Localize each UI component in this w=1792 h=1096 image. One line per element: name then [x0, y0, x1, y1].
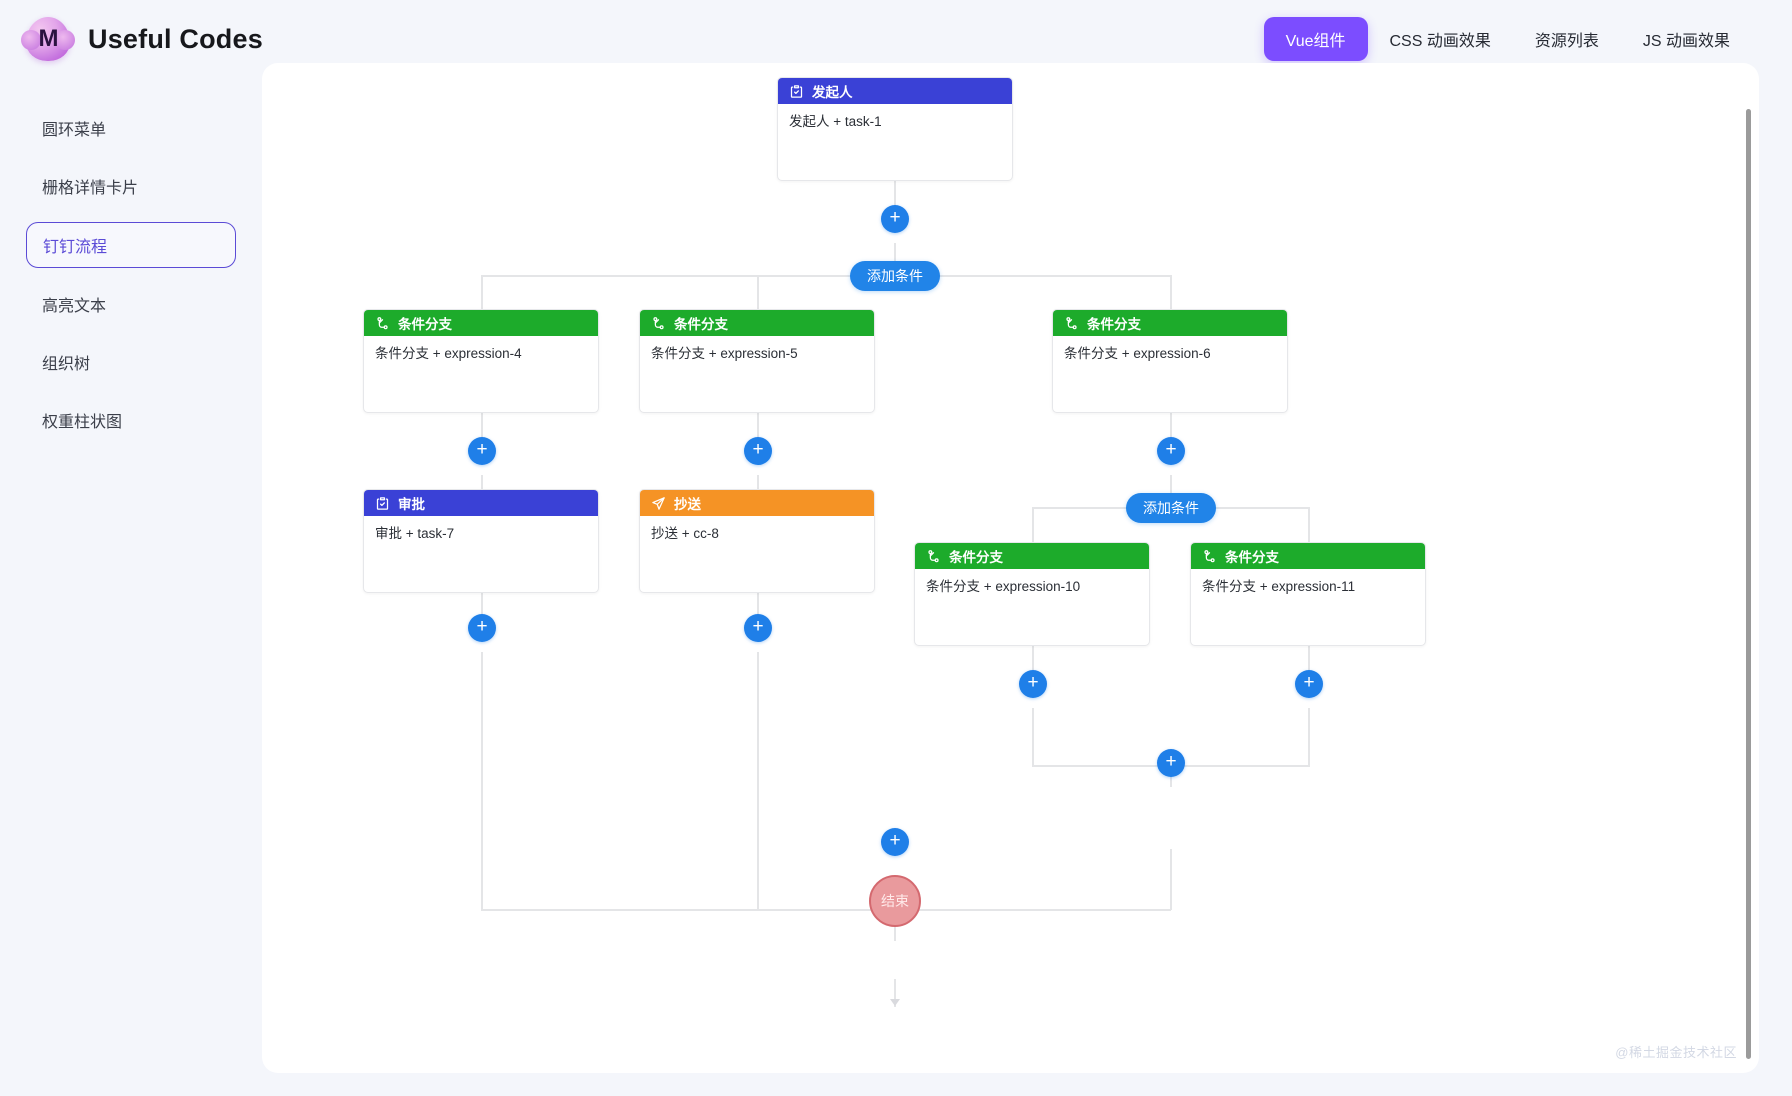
- connector-approval-tail: [481, 652, 483, 910]
- connector-branch10-to-plus: [1032, 646, 1034, 670]
- nav-item-vue-components[interactable]: Vue组件: [1263, 17, 1368, 61]
- connector-bus-to-branch4: [481, 275, 483, 317]
- node-end[interactable]: 结束: [869, 875, 921, 927]
- sidebar-item-ring-menu[interactable]: 圆环菜单: [42, 122, 107, 139]
- connector-bus-to-branch5: [757, 275, 759, 317]
- node-initiator[interactable]: 发起人 发起人 + task-1: [777, 77, 1013, 181]
- add-node-button-after-approval[interactable]: +: [468, 614, 496, 642]
- send-icon: [651, 496, 666, 511]
- app-logo-icon: M: [21, 17, 75, 61]
- node-branch10-body: 条件分支 + expression-10: [926, 579, 1081, 594]
- node-branch11-title: 条件分支: [1225, 550, 1279, 565]
- add-node-button-before-end[interactable]: +: [881, 828, 909, 856]
- brand-title: Useful Codes: [88, 23, 263, 54]
- node-branch10-header: 条件分支: [915, 543, 1149, 569]
- clipboard-check-icon: [789, 84, 804, 99]
- brand: M Useful Codes: [21, 17, 263, 61]
- sidebar-item-grid-card[interactable]: 栅格详情卡片: [42, 180, 139, 197]
- branch-icon: [1202, 549, 1217, 564]
- connector-branch10-tail: [1032, 708, 1034, 766]
- flow-diagram: 发起人 发起人 + task-1 + 添加条件 条件分支 条件分支 + expr…: [262, 63, 1759, 1073]
- node-branch10-title: 条件分支: [949, 550, 1003, 565]
- nav-item-resource-list[interactable]: 资源列表: [1534, 33, 1599, 50]
- node-initiator-header: 发起人: [778, 78, 1012, 104]
- branch-icon: [1064, 316, 1079, 331]
- logo-cloud-shape: [21, 17, 75, 61]
- node-approval-header: 审批: [364, 490, 598, 516]
- add-node-button-after-branch4[interactable]: +: [468, 437, 496, 465]
- connector-branch4-to-plus: [481, 413, 483, 437]
- add-node-button-after-branch6[interactable]: +: [1157, 437, 1185, 465]
- branch-icon: [926, 549, 941, 564]
- arrow-final-to-end: [890, 999, 900, 1006]
- logo-letter: M: [38, 25, 59, 52]
- add-condition-button-nested[interactable]: 添加条件: [1126, 493, 1216, 523]
- branch-icon: [651, 316, 666, 331]
- connector-plus-to-nested-condition: [1170, 475, 1172, 507]
- node-branch5-body: 条件分支 + expression-5: [651, 346, 798, 361]
- node-branch4-title: 条件分支: [398, 317, 452, 332]
- node-cc[interactable]: 抄送 抄送 + cc-8: [639, 489, 875, 593]
- connector-cc-to-plus: [757, 590, 759, 614]
- connector-nested-bus-to-branch11: [1308, 507, 1310, 549]
- add-node-button-after-nested-merge[interactable]: +: [1157, 749, 1185, 777]
- connector-plus1-to-condition: [894, 243, 896, 275]
- node-approval[interactable]: 审批 审批 + task-7: [363, 489, 599, 593]
- add-node-button-after-branch10[interactable]: +: [1019, 670, 1047, 698]
- node-initiator-title: 发起人: [812, 85, 853, 100]
- flow-canvas[interactable]: 发起人 发起人 + task-1 + 添加条件 条件分支 条件分支 + expr…: [262, 63, 1759, 1073]
- connector-branch5-to-plus: [757, 413, 759, 437]
- connector-branch11-to-plus: [1308, 646, 1310, 670]
- connector-branch6-to-plus: [1170, 413, 1172, 437]
- watermark: @稀土掘金技术社区: [1615, 1045, 1737, 1060]
- node-branch-expression-10[interactable]: 条件分支 条件分支 + expression-10: [914, 542, 1150, 646]
- node-branch6-body: 条件分支 + expression-6: [1064, 346, 1211, 361]
- node-branch11-header: 条件分支: [1191, 543, 1425, 569]
- node-branch5-header: 条件分支: [640, 310, 874, 336]
- branch-icon: [375, 316, 390, 331]
- sidebar-item-highlight-text[interactable]: 高亮文本: [42, 298, 107, 315]
- nav-item-css-animations[interactable]: CSS 动画效果: [1389, 33, 1491, 50]
- connector-final-plus-to-end: [894, 979, 896, 1007]
- add-node-button-after-branch11[interactable]: +: [1295, 670, 1323, 698]
- node-branch-expression-11[interactable]: 条件分支 条件分支 + expression-11: [1190, 542, 1426, 646]
- node-branch4-header: 条件分支: [364, 310, 598, 336]
- connector-final-merge-bus: [481, 909, 1171, 911]
- node-cc-header: 抄送: [640, 490, 874, 516]
- node-branch-expression-5[interactable]: 条件分支 条件分支 + expression-5: [639, 309, 875, 413]
- add-node-button-after-initiator[interactable]: +: [881, 205, 909, 233]
- connector-cc-tail: [757, 652, 759, 910]
- node-cc-body: 抄送 + cc-8: [651, 526, 719, 541]
- connector-nested-bus-to-branch10: [1032, 507, 1034, 549]
- clipboard-check-icon: [375, 496, 390, 511]
- add-node-button-after-branch5[interactable]: +: [744, 437, 772, 465]
- add-condition-button-root[interactable]: 添加条件: [850, 261, 940, 291]
- sidebar-item-weight-bar-chart[interactable]: 权重柱状图: [42, 414, 123, 431]
- connector-bus-to-branch6: [1170, 275, 1172, 317]
- sidebar: 圆环菜单 栅格详情卡片 钉钉流程 高亮文本 组织树 权重柱状图: [0, 78, 262, 1096]
- node-approval-body: 审批 + task-7: [375, 526, 455, 541]
- connector-approval-to-plus: [481, 590, 483, 614]
- add-node-button-after-cc[interactable]: +: [744, 614, 772, 642]
- node-branch6-title: 条件分支: [1087, 317, 1141, 332]
- node-branch11-body: 条件分支 + expression-11: [1202, 579, 1356, 594]
- sidebar-item-dingding-flow[interactable]: 钉钉流程: [26, 222, 236, 268]
- connector-initiator-to-plus1: [894, 181, 896, 215]
- nav-item-js-animations[interactable]: JS 动画效果: [1642, 33, 1730, 50]
- top-nav: Vue组件 CSS 动画效果 资源列表 JS 动画效果: [1263, 17, 1752, 61]
- node-branch-expression-4[interactable]: 条件分支 条件分支 + expression-4: [363, 309, 599, 413]
- node-branch4-body: 条件分支 + expression-4: [375, 346, 522, 361]
- node-branch-expression-6[interactable]: 条件分支 条件分支 + expression-6: [1052, 309, 1288, 413]
- node-initiator-body: 发起人 + task-1: [789, 114, 882, 129]
- node-approval-title: 审批: [398, 497, 425, 512]
- canvas-scrollbar[interactable]: [1746, 109, 1751, 1059]
- node-cc-title: 抄送: [674, 497, 701, 512]
- connector-branch-bus-top: [481, 275, 1171, 277]
- sidebar-item-org-tree[interactable]: 组织树: [42, 356, 91, 373]
- connector-branch11-tail: [1308, 708, 1310, 766]
- node-branch5-title: 条件分支: [674, 317, 728, 332]
- node-branch6-header: 条件分支: [1053, 310, 1287, 336]
- connector-nested-plus-tail: [1170, 849, 1172, 910]
